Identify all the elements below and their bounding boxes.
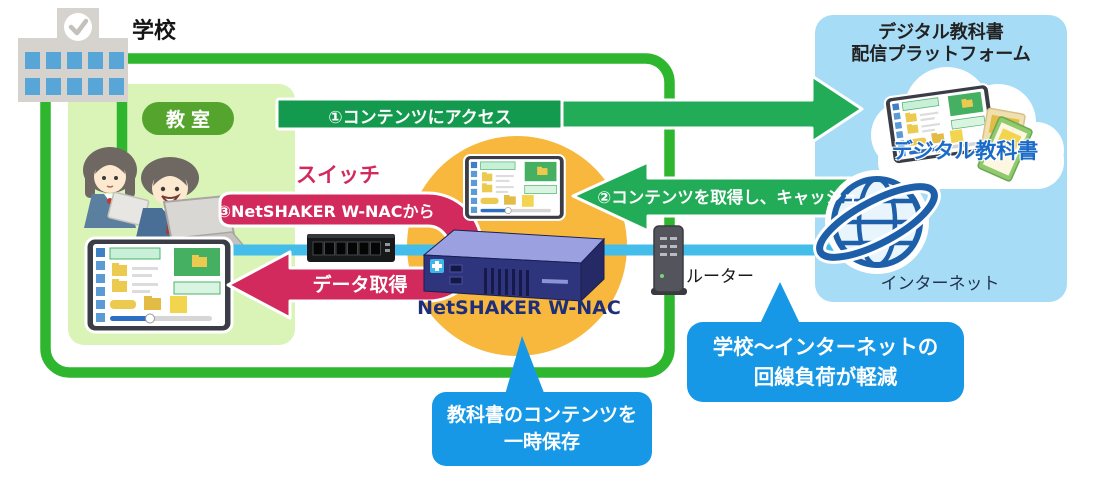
load-callout: 学校〜インターネットの 回線負荷が軽減 bbox=[687, 322, 964, 402]
cache-callout: 教科書のコンテンツを 一時保存 bbox=[432, 392, 652, 466]
appliance-icon bbox=[422, 229, 606, 303]
cache-callout-line2: 一時保存 bbox=[503, 431, 580, 453]
access-arrow-label-box bbox=[275, 97, 564, 131]
textbooks-icon bbox=[977, 107, 1033, 182]
cache-callout-tail bbox=[504, 336, 546, 398]
platform-title-line1: デジタル教科書 bbox=[878, 22, 1004, 43]
classroom-tablet-icon bbox=[84, 236, 234, 334]
cached-tablet-icon bbox=[462, 153, 566, 221]
cloud-text: デジタル教科書 bbox=[891, 139, 1039, 163]
school-building-icon bbox=[18, 8, 128, 102]
appliance-label: NetSHAKER W-NAC bbox=[417, 297, 621, 319]
load-callout-tail bbox=[758, 282, 802, 328]
router-label: ルーター bbox=[686, 267, 754, 287]
internet-label: インターネット bbox=[880, 273, 1000, 294]
load-callout-line1: 学校〜インターネットの bbox=[712, 335, 939, 359]
access-arrow-label: ①コンテンツにアクセス bbox=[328, 107, 512, 128]
data-fetch-label: データ取得 bbox=[312, 273, 408, 296]
load-callout-line2: 回線負荷が軽減 bbox=[753, 365, 898, 389]
internet-globe-icon bbox=[813, 170, 941, 274]
school-title: 学校 bbox=[132, 19, 177, 44]
router-icon bbox=[651, 225, 687, 295]
switch-label: スイッチ bbox=[296, 163, 380, 187]
platform-title: デジタル教科書 配信プラットフォーム bbox=[815, 22, 1067, 66]
classroom-label: 教室 bbox=[142, 102, 234, 135]
cache-delivery-arrow-label: ③NetSHAKER W-NACから bbox=[217, 202, 435, 221]
fetch-cache-arrow-label: ②コンテンツを取得し、キャッシュ bbox=[597, 188, 859, 207]
cache-callout-line1: 教科書のコンテンツを bbox=[446, 404, 637, 426]
platform-title-line2: 配信プラットフォーム bbox=[851, 44, 1031, 65]
switch-icon bbox=[307, 234, 395, 262]
